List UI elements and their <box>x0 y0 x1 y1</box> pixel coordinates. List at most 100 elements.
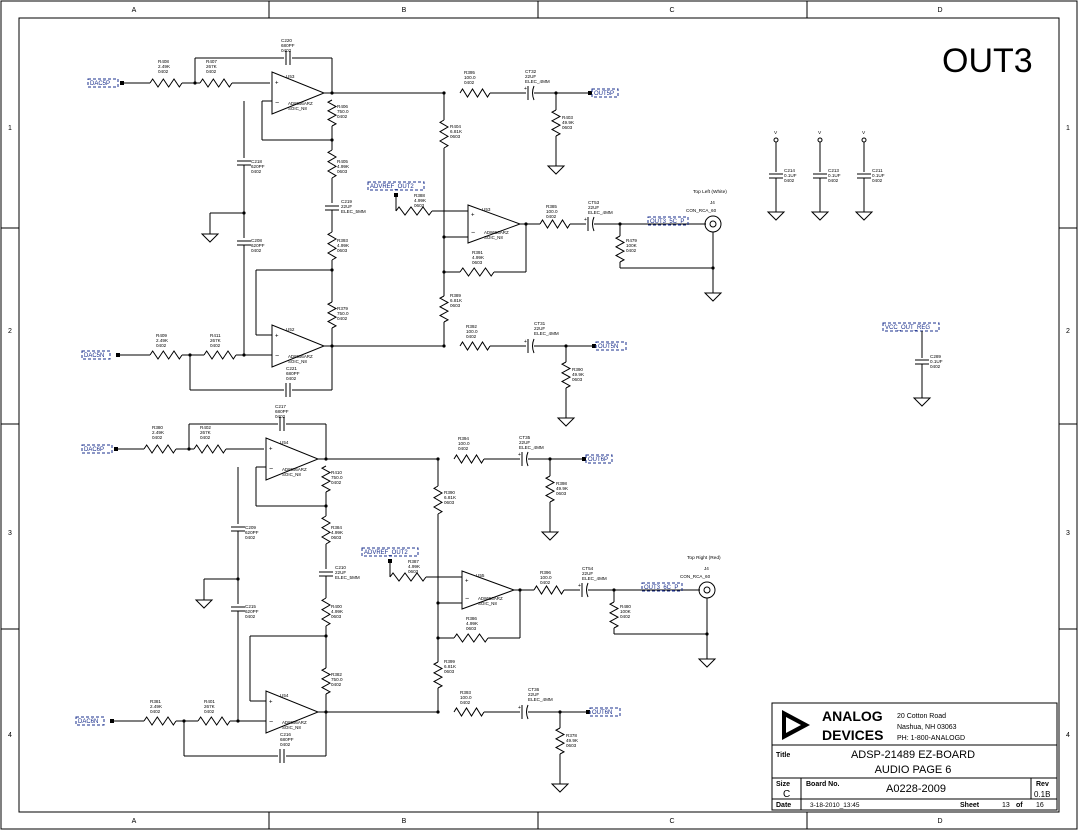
component-package: 0402 <box>331 682 342 687</box>
component-package: 0402 <box>210 343 221 348</box>
component-ref: CT31 <box>534 321 546 326</box>
company-line1: ANALOG <box>822 708 883 724</box>
plus-sign: + <box>524 339 527 345</box>
component-value: 267K <box>200 430 212 435</box>
pin-sign: + <box>269 447 273 453</box>
resistor-symbol <box>149 78 183 88</box>
component-package: 0603 <box>444 669 455 674</box>
capacitor-symbol <box>532 338 535 354</box>
component-ref: CT54 <box>582 566 594 571</box>
component-ref: C209 <box>245 525 256 530</box>
col-c-bottom: C <box>669 818 674 825</box>
component-package: 0402 <box>200 435 211 440</box>
cap-value: 0.1UF <box>784 173 797 178</box>
net-label-text: OUT3_6C_P <box>644 585 678 591</box>
component-value: 6.81K <box>450 129 463 134</box>
resistor-symbol <box>326 99 338 127</box>
component-package: 0603 <box>472 260 483 265</box>
component-ref: C220 <box>281 38 292 43</box>
net-label-box <box>75 716 105 726</box>
component-ref: R384 <box>331 525 342 530</box>
opamp-part: AD8656ARZ <box>282 467 307 472</box>
capacitor-symbol <box>526 704 529 720</box>
component-value: 22UF <box>528 692 539 697</box>
title-line1: ADSP-21489 EZ-BOARD <box>851 749 975 761</box>
component-ref: R388 <box>414 193 425 198</box>
resistor-symbol <box>327 231 337 261</box>
component-package: 0402 <box>626 248 637 253</box>
component-package: ELEC_4MM <box>588 210 613 215</box>
power-label: V <box>818 130 822 136</box>
resistor-symbol <box>320 465 332 493</box>
plus-sign: + <box>518 705 521 711</box>
junction-dot <box>436 710 440 714</box>
component-ref: R390 <box>572 367 583 372</box>
component-value: 100.0 <box>546 209 558 214</box>
component-value: 620PF <box>245 530 259 535</box>
column-labels: A B C D A B C D <box>132 7 943 825</box>
port-marker <box>110 719 114 723</box>
sheet-label: Sheet <box>960 802 980 809</box>
component-package: ELEC_4MM <box>582 576 607 581</box>
junction-dot <box>236 719 240 723</box>
resistor-symbol <box>321 597 331 627</box>
pin-sign: + <box>275 334 279 340</box>
audio-channel-bottom: DAC6PR3802.49K0402R402267K0402C217680PF0… <box>75 404 721 793</box>
rev-value: 0.1B <box>1034 790 1050 799</box>
jack-part: CON_RCA_60 <box>686 208 717 213</box>
resistor-symbol <box>539 219 571 229</box>
resistor-symbol <box>550 109 562 137</box>
component-ref: C216 <box>280 732 291 737</box>
component-value: 750.0 <box>331 677 343 682</box>
ground-icon <box>810 211 830 221</box>
capacitor-symbol <box>592 216 595 232</box>
component-package: 0402 <box>464 80 475 85</box>
port-marker <box>116 353 120 357</box>
opamp-symbol <box>461 570 516 610</box>
component-ref: CT32 <box>525 69 537 74</box>
component-ref: R402 <box>200 425 211 430</box>
component-value: 100.0 <box>540 575 552 580</box>
component-package: 0402 <box>158 69 169 74</box>
component-value: 22UF <box>534 326 545 331</box>
net-label-box <box>595 341 627 351</box>
component-package: 0402 <box>251 169 262 174</box>
component-package: 0603 <box>556 491 567 496</box>
net-label-box <box>81 350 111 360</box>
net-label-text: OUT5P <box>594 91 614 97</box>
opamp-ref: U53 <box>482 207 491 212</box>
net-label-box <box>591 88 619 98</box>
component-package: 0402 <box>337 114 348 119</box>
component-value: 2.49K <box>158 64 171 69</box>
phone: PH: 1-800-ANALOGD <box>897 735 965 742</box>
component-value: 4.99K <box>472 255 485 260</box>
ground-icon <box>766 211 786 221</box>
rca-jack-icon <box>698 581 716 599</box>
audio-channel-top: DAC5PR4082.49K0402R407267K0402C220680PF0… <box>81 38 727 427</box>
cap-package: 0402 <box>872 178 883 183</box>
row-2-left: 2 <box>8 328 12 335</box>
opamp-ref: U53 <box>286 74 295 79</box>
junction-dot <box>711 266 715 270</box>
component-value: 750.0 <box>331 475 343 480</box>
resistor-symbol <box>544 475 556 503</box>
component-value: 22UF <box>335 570 346 575</box>
component-ref: R411 <box>210 333 221 338</box>
component-value: 2.49K <box>150 704 163 709</box>
resistor-symbol <box>459 267 495 277</box>
pin-sign: − <box>465 596 469 603</box>
junction-dot <box>705 632 709 636</box>
resistor-symbol <box>459 341 491 351</box>
opamp-part: AD8656ARZ <box>288 101 313 106</box>
component-package: ELEC_4MM <box>519 445 544 450</box>
rev-label: Rev <box>1036 781 1049 788</box>
component-ref: R405 <box>337 159 348 164</box>
component-value: 4.99K <box>331 530 344 535</box>
power-pin-icon <box>773 137 779 143</box>
net-label-box <box>81 444 113 454</box>
opamp-ref: U55 <box>476 573 485 578</box>
net-label-box <box>589 707 621 717</box>
component-package: ELEC_4MM <box>534 331 559 336</box>
resistor-symbol <box>560 361 572 389</box>
net-label-box <box>87 78 119 88</box>
